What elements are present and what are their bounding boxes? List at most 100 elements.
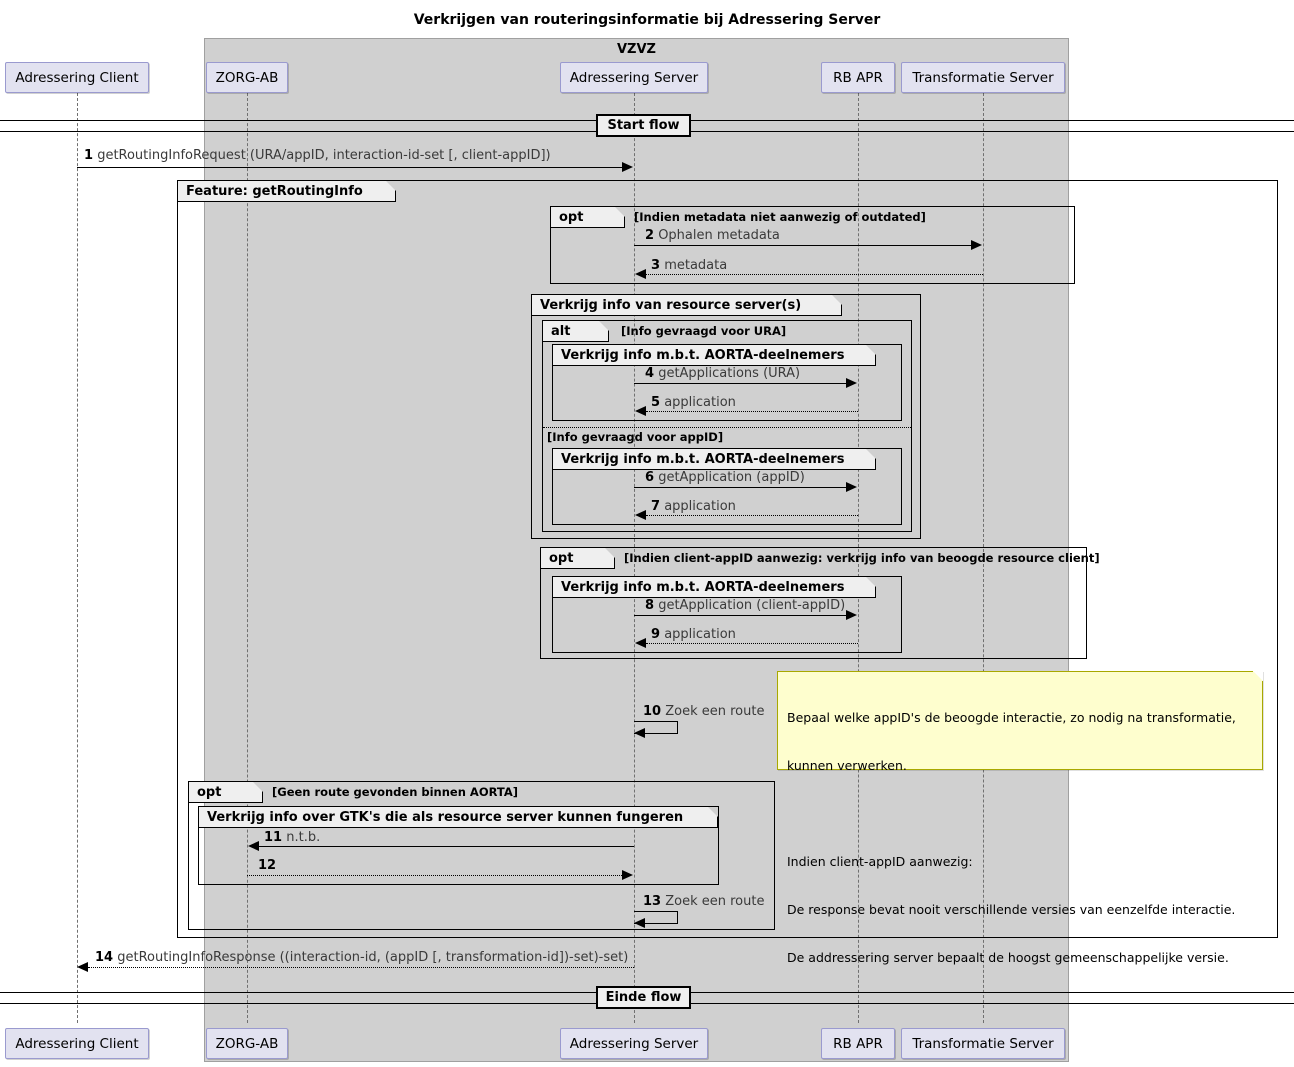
frame-alt-separator bbox=[543, 427, 911, 428]
participant-transformatie-server-bottom[interactable]: Transformatie Server bbox=[901, 1028, 1065, 1059]
group-box-vzvz bbox=[204, 38, 1069, 1062]
message-9-label: 9 application bbox=[651, 627, 736, 642]
note-line-5: De response bevat nooit verschillende ve… bbox=[787, 902, 1236, 917]
message-8-text: getApplication (client-appID) bbox=[658, 598, 846, 613]
message-3-number: 3 bbox=[651, 258, 661, 273]
frame-opt-metadata bbox=[550, 206, 1075, 284]
message-12-label: 12 bbox=[258, 858, 276, 873]
note-appid-explanation: Bepaal welke appID's de beoogde interact… bbox=[777, 671, 1263, 965]
message-3-label: 3 metadata bbox=[651, 258, 727, 273]
message-3-text: metadata bbox=[664, 258, 728, 273]
divider-start-flow: Start flow bbox=[596, 114, 691, 137]
note-fold-corner-icon bbox=[1253, 671, 1263, 681]
message-1-line bbox=[77, 167, 622, 168]
frame-opt-client-appid bbox=[540, 547, 1087, 659]
message-1-number: 1 bbox=[84, 148, 94, 163]
participant-label: Transformatie Server bbox=[912, 1035, 1054, 1052]
participant-adressering-server-top[interactable]: Adressering Server bbox=[560, 62, 708, 93]
message-10-number: 10 bbox=[643, 704, 662, 719]
participant-label: Adressering Client bbox=[15, 1035, 139, 1052]
message-2-line bbox=[634, 245, 971, 246]
message-1-label: 1 getRoutingInfoRequest (URA/appID, inte… bbox=[84, 148, 551, 163]
message-7-line bbox=[646, 515, 858, 516]
frame-opt-client-appid-header: opt bbox=[541, 548, 615, 569]
message-2-number: 2 bbox=[645, 228, 655, 243]
message-12-line bbox=[247, 875, 622, 876]
message-14-arrowhead bbox=[77, 962, 88, 972]
message-6-text: getApplication (appID) bbox=[658, 470, 805, 485]
message-5-line bbox=[646, 411, 858, 412]
participant-label: Adressering Client bbox=[15, 69, 139, 86]
message-13-arrowhead bbox=[634, 918, 645, 928]
frame-opt-metadata-header: opt bbox=[551, 207, 625, 228]
participant-label: Adressering Server bbox=[569, 69, 699, 86]
lifeline-transformatie-server bbox=[983, 93, 984, 1023]
message-4-arrowhead bbox=[846, 378, 857, 388]
participant-adressering-client-bottom[interactable]: Adressering Client bbox=[5, 1028, 149, 1059]
message-13-text: Zoek een route bbox=[665, 894, 765, 909]
message-10-text: Zoek een route bbox=[665, 704, 765, 719]
message-10-self-loop bbox=[634, 721, 678, 734]
frame-verkrijg-info-resource-servers bbox=[531, 294, 921, 539]
divider-einde-flow: Einde flow bbox=[596, 986, 691, 1009]
message-4-text: getApplications (URA) bbox=[658, 366, 801, 381]
frame-opt-geen-route bbox=[188, 781, 775, 930]
message-12-arrowhead bbox=[622, 870, 633, 880]
participant-rb-apr-bottom[interactable]: RB APR bbox=[821, 1028, 895, 1059]
message-11-arrowhead bbox=[248, 841, 259, 851]
message-10-arrowhead bbox=[634, 728, 645, 738]
group-box-label: VZVZ bbox=[617, 42, 656, 57]
note-line-3 bbox=[787, 806, 1254, 822]
message-6-label: 6 getApplication (appID) bbox=[645, 470, 805, 485]
message-9-arrowhead bbox=[635, 638, 646, 648]
message-10-label: 10 Zoek een route bbox=[643, 704, 764, 719]
lifeline-adressering-server bbox=[634, 93, 635, 1023]
frame-label: Verkrijg info van resource server(s) bbox=[540, 297, 802, 313]
frame-label: Verkrijg info m.b.t. AORTA-deelnemers bbox=[561, 347, 845, 363]
message-13-number: 13 bbox=[643, 894, 662, 909]
frame-feature-getroutinginfo-header: Feature: getRoutingInfo bbox=[178, 181, 396, 202]
lifeline-adressering-client bbox=[77, 93, 78, 1023]
message-11-line bbox=[259, 846, 634, 847]
frame-opt-geen-route-condition: [Geen route gevonden binnen AORTA] bbox=[272, 785, 519, 799]
divider-label: Einde flow bbox=[605, 990, 682, 1005]
participant-zorg-ab-top[interactable]: ZORG-AB bbox=[206, 62, 288, 93]
frame-aorta-deelnemers-client-appid bbox=[552, 576, 902, 653]
participant-label: Adressering Server bbox=[569, 1035, 699, 1052]
message-4-number: 4 bbox=[645, 366, 655, 381]
message-3-arrowhead bbox=[635, 269, 646, 279]
participant-transformatie-server-top[interactable]: Transformatie Server bbox=[901, 62, 1065, 93]
frame-label: opt bbox=[197, 784, 222, 800]
participant-label: Transformatie Server bbox=[912, 69, 1054, 86]
message-3-line bbox=[646, 274, 983, 275]
lifeline-rb-apr bbox=[858, 93, 859, 1023]
message-11-number: 11 bbox=[264, 830, 283, 845]
divider-label: Start flow bbox=[607, 118, 680, 133]
note-line-1: Bepaal welke appID's de beoogde interact… bbox=[787, 710, 1236, 725]
note-line-2: kunnen verwerken. bbox=[787, 758, 907, 773]
message-4-line bbox=[634, 383, 846, 384]
frame-label: opt bbox=[559, 209, 584, 225]
message-8-number: 8 bbox=[645, 598, 655, 613]
message-2-label: 2 Ophalen metadata bbox=[645, 228, 780, 243]
participant-zorg-ab-bottom[interactable]: ZORG-AB bbox=[206, 1028, 288, 1059]
frame-label: Verkrijg info over GTK's die als resourc… bbox=[207, 809, 684, 825]
participant-adressering-server-bottom[interactable]: Adressering Server bbox=[560, 1028, 708, 1059]
participant-label: ZORG-AB bbox=[215, 69, 279, 86]
message-1-arrowhead bbox=[622, 162, 633, 172]
frame-opt-client-appid-condition: [Indien client-appID aanwezig: verkrijg … bbox=[624, 551, 1100, 565]
participant-adressering-client-top[interactable]: Adressering Client bbox=[5, 62, 149, 93]
frame-opt-metadata-condition: [Indien metadata niet aanwezig of outdat… bbox=[634, 210, 926, 224]
message-7-label: 7 application bbox=[651, 499, 736, 514]
message-8-label: 8 getApplication (client-appID) bbox=[645, 598, 845, 613]
participant-label: ZORG-AB bbox=[215, 1035, 279, 1052]
message-4-label: 4 getApplications (URA) bbox=[645, 366, 800, 381]
frame-aorta-deelnemers-client-appid-header: Verkrijg info m.b.t. AORTA-deelnemers bbox=[553, 577, 876, 598]
message-5-text: application bbox=[664, 395, 736, 410]
message-2-text: Ophalen metadata bbox=[658, 228, 780, 243]
participant-rb-apr-top[interactable]: RB APR bbox=[821, 62, 895, 93]
message-9-line bbox=[646, 643, 858, 644]
message-11-label: 11 n.t.b. bbox=[264, 830, 320, 845]
message-14-label: 14 getRoutingInfoResponse ((interaction-… bbox=[95, 950, 628, 965]
